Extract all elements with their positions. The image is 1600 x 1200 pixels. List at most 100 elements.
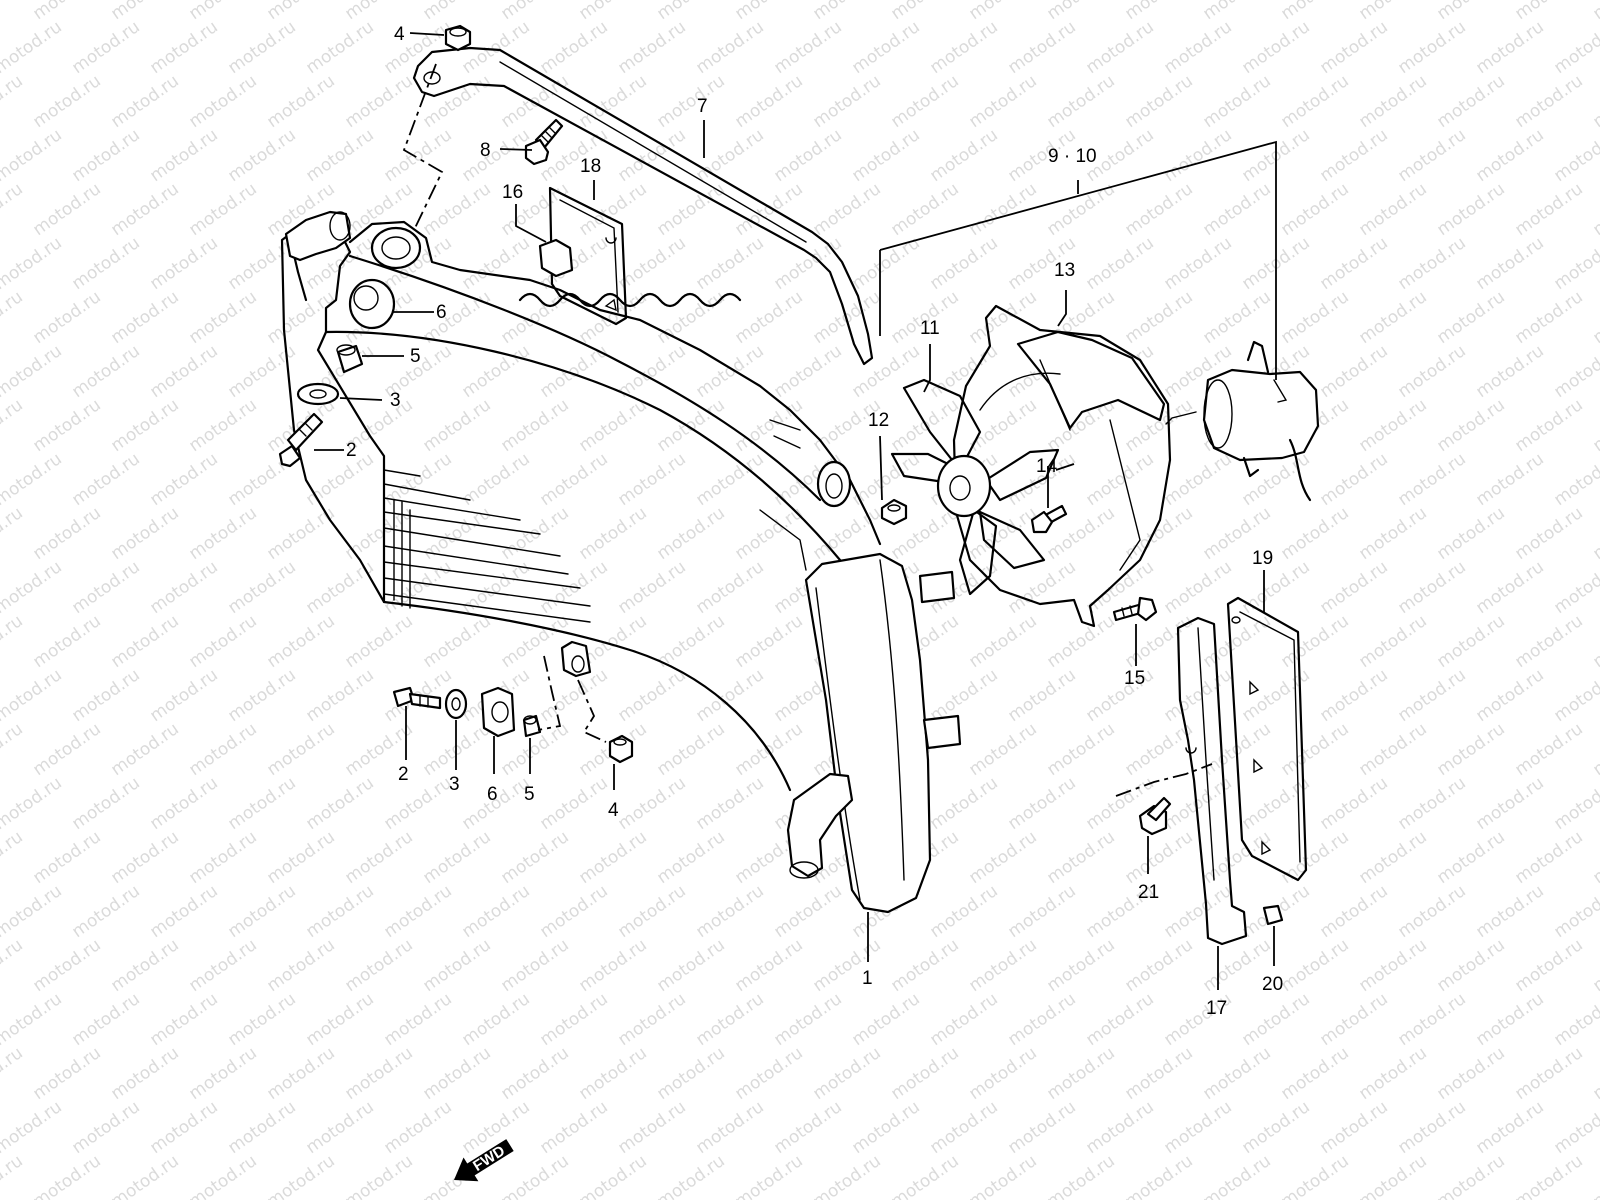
watermark-text: motod.ru — [1082, 1097, 1157, 1158]
watermark-text: motod.ru — [653, 827, 728, 888]
watermark-text: motod.ru — [653, 1151, 728, 1200]
watermark-text: motod.ru — [1433, 0, 1508, 24]
callout-1: 1 — [862, 968, 873, 989]
watermark-text: motod.ru — [185, 503, 260, 564]
watermark-text: motod.ru — [29, 1151, 104, 1200]
watermark-text: motod.ru — [1472, 341, 1547, 402]
watermark-text: motod.ru — [809, 1151, 884, 1200]
watermark-text: motod.ru — [965, 1043, 1040, 1104]
watermark-text: motod.ru — [1394, 449, 1469, 510]
watermark-text: motod.ru — [29, 503, 104, 564]
watermark-text: motod.ru — [1277, 827, 1352, 888]
watermark-text: motod.ru — [1550, 665, 1600, 726]
watermark-text: motod.ru — [68, 557, 143, 618]
watermark-text: motod.ru — [263, 1043, 338, 1104]
watermark-text: motod.ru — [68, 233, 143, 294]
watermark-text: motod.ru — [419, 0, 494, 24]
watermark-text: motod.ru — [341, 1043, 416, 1104]
watermark-text: motod.ru — [1316, 1097, 1391, 1158]
watermark-text: motod.ru — [1316, 233, 1391, 294]
watermark-text: motod.ru — [419, 935, 494, 996]
watermark-text: motod.ru — [458, 341, 533, 402]
watermark-text: motod.ru — [302, 125, 377, 186]
watermark-text: motod.ru — [263, 719, 338, 780]
watermark-text: motod.ru — [653, 1043, 728, 1104]
watermark-text: motod.ru — [224, 1097, 299, 1158]
watermark-text: motod.ru — [29, 395, 104, 456]
watermark-text: motod.ru — [0, 881, 66, 942]
watermark-text: motod.ru — [848, 1097, 923, 1158]
watermark-text: motod.ru — [965, 287, 1040, 348]
watermark-text: motod.ru — [1550, 125, 1600, 186]
watermark-text: motod.ru — [1355, 935, 1430, 996]
watermark-text: motod.ru — [185, 71, 260, 132]
watermark-text: motod.ru — [0, 287, 27, 348]
watermark-text: motod.ru — [341, 71, 416, 132]
watermark-text: motod.ru — [1121, 1043, 1196, 1104]
watermark-text: motod.ru — [29, 179, 104, 240]
watermark-text: motod.ru — [1550, 1097, 1600, 1158]
watermark-text: motod.ru — [107, 71, 182, 132]
watermark-text: motod.ru — [1433, 71, 1508, 132]
watermark-text: motod.ru — [1355, 179, 1430, 240]
watermark-text: motod.ru — [1433, 1151, 1508, 1200]
watermark-text: motod.ru — [380, 773, 455, 834]
watermark-text: motod.ru — [0, 395, 27, 456]
watermark-text: motod.ru — [107, 503, 182, 564]
watermark-text: motod.ru — [1043, 71, 1118, 132]
watermark-text: motod.ru — [1355, 719, 1430, 780]
watermark-text: motod.ru — [68, 665, 143, 726]
watermark-text: motod.ru — [1511, 71, 1586, 132]
cushion-16-part — [538, 238, 574, 278]
watermark-text: motod.ru — [0, 665, 66, 726]
watermark-text: motod.ru — [965, 719, 1040, 780]
watermark-text: motod.ru — [68, 449, 143, 510]
watermark-text: motod.ru — [224, 989, 299, 1050]
watermark-text: motod.ru — [341, 935, 416, 996]
watermark-text: motod.ru — [1550, 989, 1600, 1050]
watermark-text: motod.ru — [887, 935, 962, 996]
watermark-text: motod.ru — [1511, 287, 1586, 348]
watermark-text: motod.ru — [1472, 1097, 1547, 1158]
nut-top-part — [444, 24, 472, 52]
watermark-text: motod.ru — [1355, 287, 1430, 348]
watermark-text: motod.ru — [341, 0, 416, 24]
watermark-text: motod.ru — [458, 233, 533, 294]
watermark-text: motod.ru — [380, 125, 455, 186]
watermark-text: motod.ru — [1082, 665, 1157, 726]
watermark-text: motod.ru — [1043, 827, 1118, 888]
side-plate-19-part — [1226, 596, 1308, 882]
watermark-text: motod.ru — [614, 989, 689, 1050]
callout-3-bottom: 3 — [449, 774, 460, 795]
callout-5-top: 5 — [410, 346, 421, 367]
watermark-text: motod.ru — [1004, 665, 1079, 726]
washer-top-part — [296, 382, 340, 406]
watermark-text: motod.ru — [848, 125, 923, 186]
watermark-text: motod.ru — [1511, 395, 1586, 456]
watermark-text: motod.ru — [1433, 179, 1508, 240]
watermark-text: motod.ru — [1316, 125, 1391, 186]
watermark-text: motod.ru — [380, 449, 455, 510]
watermark-text: motod.ru — [68, 773, 143, 834]
bolt-8-part — [524, 118, 564, 166]
watermark-text: motod.ru — [185, 287, 260, 348]
watermark-text: motod.ru — [29, 71, 104, 132]
watermark-text: motod.ru — [1550, 881, 1600, 942]
guard-plate-18-part — [548, 186, 628, 326]
watermark-text: motod.ru — [1004, 1097, 1079, 1158]
watermark-text: motod.ru — [263, 1151, 338, 1200]
watermark-text: motod.ru — [1433, 503, 1508, 564]
watermark-text: motod.ru — [887, 1043, 962, 1104]
watermark-text: motod.ru — [536, 341, 611, 402]
watermark-text: motod.ru — [926, 17, 1001, 78]
watermark-text: motod.ru — [497, 395, 572, 456]
nut-12-part — [880, 498, 908, 526]
watermark-text: motod.ru — [926, 881, 1001, 942]
watermark-text: motod.ru — [185, 1043, 260, 1104]
watermark-text: motod.ru — [770, 125, 845, 186]
side-bracket-17-part — [1176, 616, 1248, 946]
callout-7: 7 — [697, 96, 708, 117]
watermark-text: motod.ru — [809, 179, 884, 240]
watermark-text: motod.ru — [185, 179, 260, 240]
watermark-text: motod.ru — [302, 1097, 377, 1158]
